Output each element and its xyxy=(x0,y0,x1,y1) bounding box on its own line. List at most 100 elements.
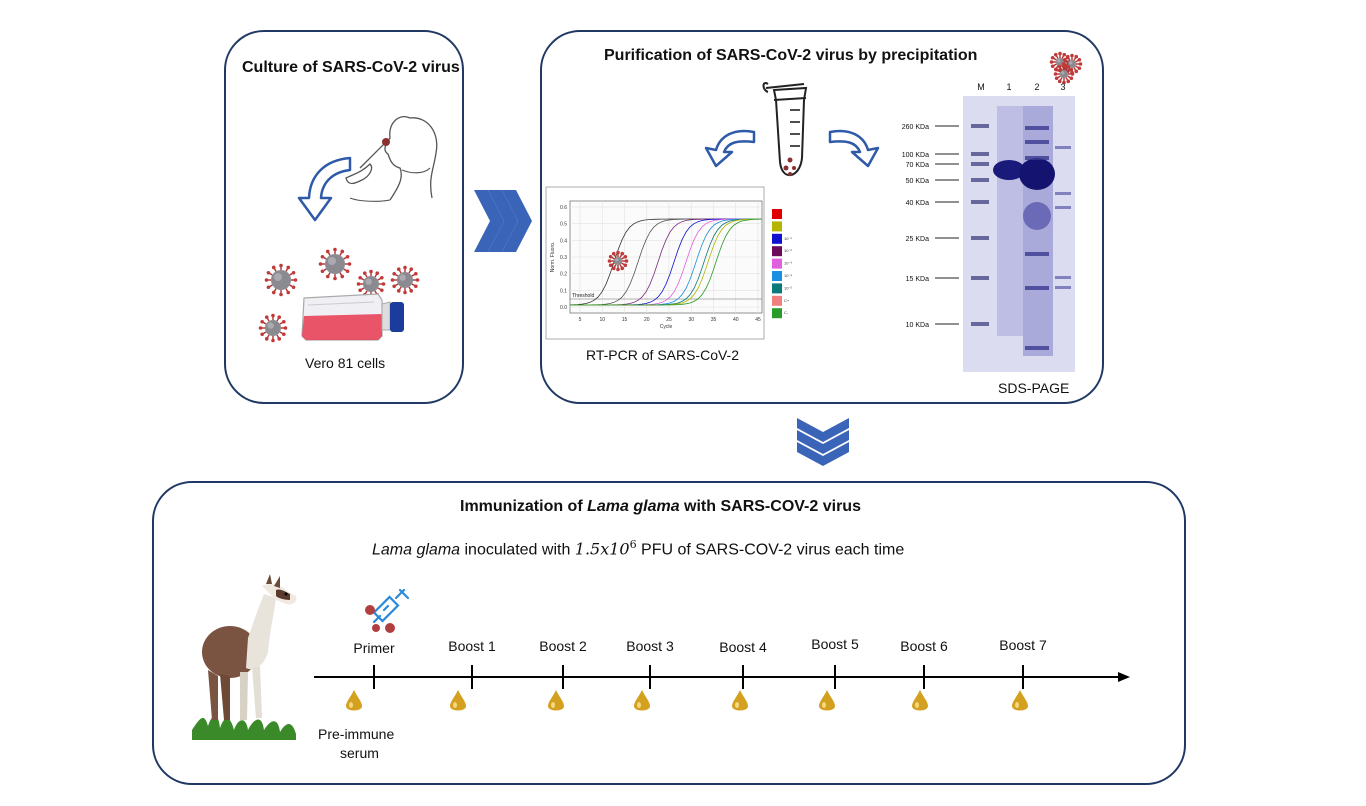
marker-band xyxy=(971,178,989,182)
y-tick-label: 0.1 xyxy=(560,288,567,294)
lane-3-band xyxy=(1055,146,1071,149)
lane-2-band xyxy=(1023,202,1051,230)
marker-band xyxy=(971,236,989,240)
pre-immune-serum-label-1: Pre-immune xyxy=(318,726,395,742)
lane-1-band xyxy=(993,160,1025,180)
sds-page-label: SDS-PAGE xyxy=(998,380,1070,396)
serum-drop-icon xyxy=(346,690,362,711)
serum-drop-highlight xyxy=(551,702,555,708)
immunization-timeline xyxy=(314,665,1130,711)
gel-marker-label: 40 KDa xyxy=(906,200,929,207)
nasal-swab-person-icon xyxy=(345,116,438,202)
timeline-label: Primer xyxy=(353,640,395,656)
x-tick-label: 30 xyxy=(688,317,694,323)
serum-drop-icon xyxy=(634,690,650,711)
lane-3-band xyxy=(1055,206,1071,209)
lane-2-band xyxy=(1025,126,1049,130)
chevron-segment xyxy=(502,190,532,252)
legend-swatch xyxy=(772,283,782,294)
legend-label: C- xyxy=(784,310,789,315)
rtpcr-label: RT-PCR of SARS-CoV-2 xyxy=(586,347,740,363)
subtitle-mid: inoculated with xyxy=(460,541,575,559)
subtitle-post: PFU of SARS-COV-2 virus each time xyxy=(636,541,905,559)
immunization-subtitle: Lama glama inoculated with 1.5x106 PFU o… xyxy=(372,538,904,559)
y-tick-label: 0.6 xyxy=(560,205,567,211)
centrifuge-tube-icon xyxy=(762,82,808,176)
x-tick-label: 45 xyxy=(755,317,761,323)
serum-drop-icon xyxy=(912,690,928,711)
chevron-segment xyxy=(474,190,504,252)
virus-icon xyxy=(390,265,420,295)
legend-swatch xyxy=(772,221,782,232)
serum-drop-icon xyxy=(1012,690,1028,711)
y-tick-label: 0.3 xyxy=(560,255,567,261)
timeline-label: Boost 3 xyxy=(626,638,674,654)
timeline-label: Boost 6 xyxy=(900,638,948,654)
x-tick-label: 35 xyxy=(711,317,717,323)
gel-marker-label: 50 KDa xyxy=(906,178,929,185)
virus-icon xyxy=(318,247,352,281)
virus-particles-icon xyxy=(258,247,420,343)
y-axis-label: Norm. Fluoro. xyxy=(550,242,556,273)
llama-illustration xyxy=(192,574,297,740)
gel-marker-label: 100 KDa xyxy=(902,152,929,159)
lane-2-smear xyxy=(1023,106,1053,356)
marker-band xyxy=(971,276,989,280)
virus-icon xyxy=(607,250,629,272)
gel-marker-label: 70 KDa xyxy=(906,162,929,169)
marker-band xyxy=(971,162,989,166)
legend-label: 10⁻¹ xyxy=(784,236,793,241)
lane-3-band xyxy=(1055,192,1071,195)
pre-immune-serum-label-2: serum xyxy=(340,745,379,761)
gel-marker-label: 10 KDa xyxy=(906,322,929,329)
chevron-segment xyxy=(797,430,849,454)
timeline-arrowhead xyxy=(1118,672,1130,682)
chevron-down-arrow-icon xyxy=(797,418,849,466)
legend-label: 10⁻² xyxy=(784,248,793,253)
serum-drop-highlight xyxy=(453,702,457,708)
marker-band xyxy=(971,322,989,326)
legend-label: C+ xyxy=(784,298,790,303)
lane-2-band xyxy=(1025,286,1049,290)
marker-band xyxy=(971,124,989,128)
immunization-panel-title: Immunization of Lama glama with SARS-COV… xyxy=(460,498,861,516)
x-tick-label: 15 xyxy=(622,317,628,323)
serum-drop-highlight xyxy=(915,702,919,708)
y-tick-label: 0.4 xyxy=(560,238,567,244)
culture-panel xyxy=(224,30,464,404)
marker-band xyxy=(971,152,989,156)
lane-2-band xyxy=(1025,140,1049,144)
amplification-curve xyxy=(570,218,763,306)
timeline-label: Boost 4 xyxy=(719,639,767,655)
virus-icon xyxy=(1053,63,1075,85)
timeline-label: Boost 5 xyxy=(811,636,859,652)
lane-2-band xyxy=(1025,156,1049,160)
subtitle-exponent: 6 xyxy=(629,538,637,551)
timeline-label: Boost 2 xyxy=(539,638,587,654)
virus-cluster-icon xyxy=(1049,51,1083,85)
legend-label: 10⁻⁴ xyxy=(784,273,793,278)
serum-drop-highlight xyxy=(1015,702,1019,708)
x-tick-label: 25 xyxy=(666,317,672,323)
immunization-panel xyxy=(152,481,1186,785)
lane-2-band xyxy=(1025,346,1049,350)
serum-drop-icon xyxy=(819,690,835,711)
culture-panel-title: Culture of SARS-CoV-2 virus xyxy=(242,59,460,76)
timeline-label: Boost 1 xyxy=(448,638,496,654)
gel-lane-label: 1 xyxy=(1006,82,1011,92)
x-axis-label: Cycle xyxy=(660,324,673,330)
y-tick-label: 0.2 xyxy=(560,272,567,278)
legend-swatch xyxy=(772,209,782,219)
legend-swatch xyxy=(772,258,782,269)
x-tick-label: 5 xyxy=(579,317,582,323)
gel-lane-label: M xyxy=(977,82,985,92)
gel-marker-label: 260 KDa xyxy=(902,124,929,131)
lane-2-band xyxy=(1025,252,1049,256)
chevron-right-arrow-icon xyxy=(474,190,532,252)
subtitle-dose: 1.5x10 xyxy=(574,539,630,559)
serum-drop-highlight xyxy=(735,702,739,708)
y-tick-label: 0.5 xyxy=(560,222,567,228)
purification-panel-title: Purification of SARS-CoV-2 virus by prec… xyxy=(604,47,978,64)
legend-swatch xyxy=(772,246,782,257)
